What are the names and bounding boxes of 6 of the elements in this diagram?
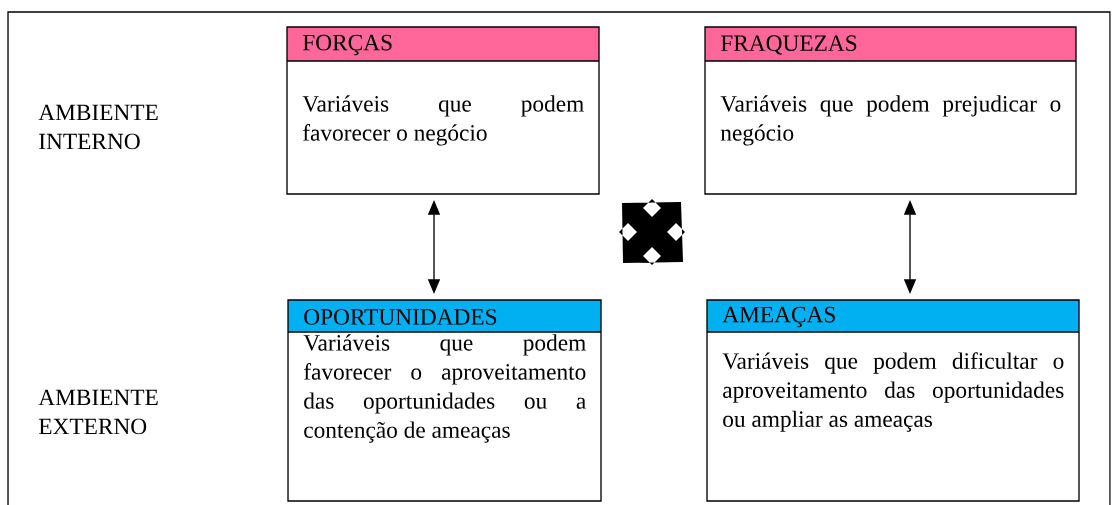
- row-label: AMBIENTE INTERNO: [38, 104, 158, 150]
- swot-box: AMEAÇAS Variáveis que podem dificultar o aproveitamento das oportunidades ou ampliar as ameaças: [706, 299, 1080, 502]
- swot-box: FORÇAS Variáveis que podem favorecer o negócio: [286, 26, 600, 195]
- row-label: AMBIENTE EXTERNO: [38, 389, 158, 435]
- swot-box: OPORTUNIDADES Variáveis que podem favorecer o aproveitamento das oportunidades ou a contenção de ameaças: [287, 299, 602, 502]
- swot-box: FRAQUEZAS Variáveis que podem prejudicar o negócio: [704, 26, 1077, 195]
